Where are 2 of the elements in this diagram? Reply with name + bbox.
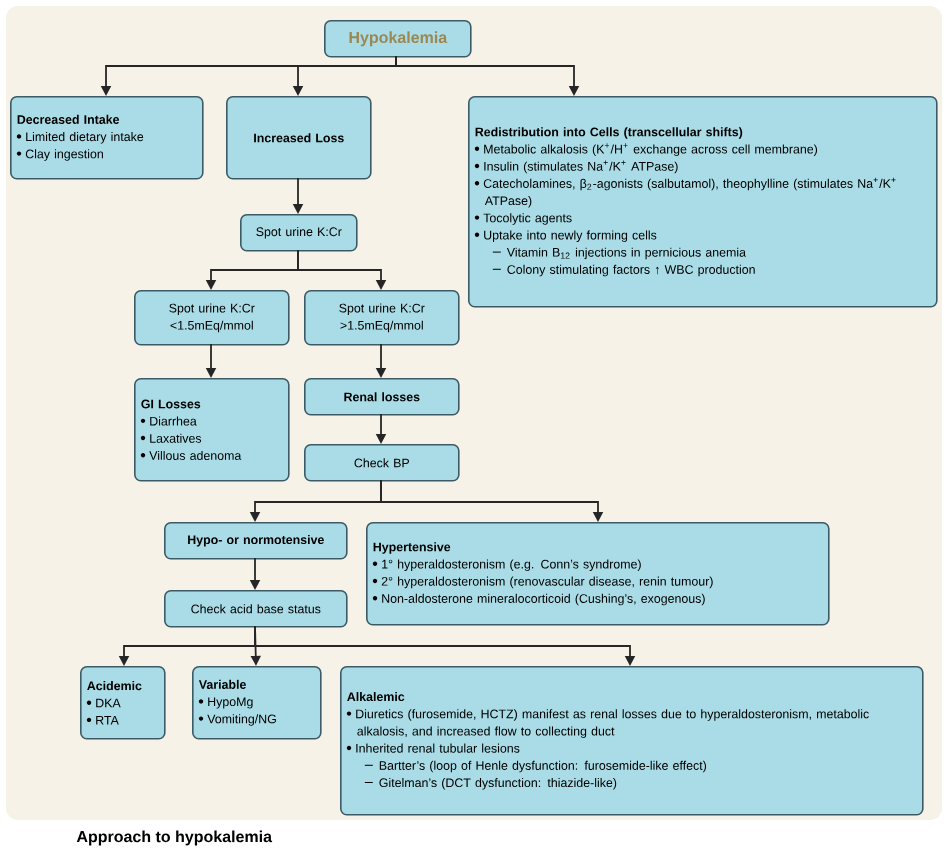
title-box: Hypokalemia <box>324 20 472 58</box>
caption: Approach to hypokalemia <box>76 830 273 846</box>
